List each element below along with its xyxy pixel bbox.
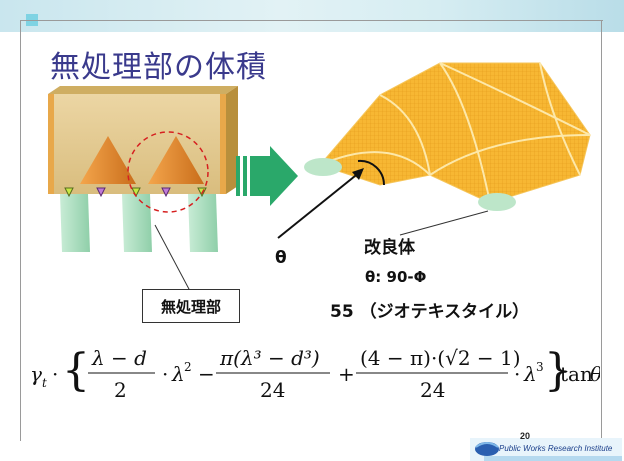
svg-text:+: +	[338, 362, 355, 386]
geotextile-note: 55 （ジオテキスタイル）	[330, 302, 530, 322]
svg-text:2: 2	[114, 378, 127, 402]
svg-text:γ: γ	[30, 362, 42, 386]
pwri-logo-icon	[475, 442, 499, 456]
arrow-down-2	[96, 187, 106, 198]
dashed-circle	[127, 131, 209, 213]
soil-box-side	[226, 86, 238, 194]
svg-text:2: 2	[184, 360, 192, 374]
svg-text:}: }	[544, 345, 572, 396]
theta-arrow	[277, 168, 364, 239]
svg-text:λ: λ	[171, 362, 185, 386]
top-band	[0, 0, 624, 32]
improved-body-diagram	[304, 62, 591, 211]
theta-label: θ	[275, 248, 287, 268]
cone-right	[148, 136, 204, 184]
svg-text:{: {	[62, 345, 90, 396]
svg-text:(4 − π)·(√2 − 1): (4 − π)·(√2 − 1)	[360, 346, 521, 370]
svg-text:·: ·	[52, 362, 58, 386]
page-number: 20	[520, 431, 531, 441]
institute-name: Public Works Research Institute	[499, 444, 613, 453]
pile-footprint-left	[304, 158, 342, 176]
svg-text:t: t	[42, 376, 47, 390]
svg-text:·: ·	[162, 362, 168, 386]
untreated-diagram	[48, 86, 238, 252]
pile-3	[188, 194, 218, 252]
arrow-down-4	[161, 187, 171, 198]
untreated-label: 無処理部	[142, 289, 240, 323]
svg-text:24: 24	[420, 378, 445, 402]
svg-text:3: 3	[536, 360, 544, 374]
volume-formula: γ t · { λ − d 2 · λ 2 − π(λ³ − d³) 24 + …	[30, 345, 600, 402]
svg-text:−: −	[198, 362, 215, 386]
svg-text:24: 24	[260, 378, 285, 402]
pile-2	[122, 194, 152, 252]
improved-body-label: 改良体	[364, 238, 415, 258]
improved-body-shape	[319, 62, 591, 204]
svg-text:·: ·	[514, 362, 520, 386]
right-arrow-icon	[236, 146, 298, 206]
svg-text:λ − d: λ − d	[91, 346, 147, 370]
svg-text:λ: λ	[523, 362, 537, 386]
angle-arc	[357, 159, 386, 186]
pile-footprint-right	[478, 193, 516, 211]
soil-box-top	[48, 86, 238, 94]
pile-1	[60, 194, 90, 252]
page-title: 無処理部の体積	[50, 50, 267, 85]
slide-frame	[20, 20, 603, 441]
cone-left	[80, 136, 136, 184]
slide-frame-right	[601, 20, 602, 440]
theta-equation: θ: 90-Φ	[365, 268, 427, 286]
svg-text:π(λ³ − d³): π(λ³ − d³)	[219, 346, 320, 370]
svg-text:θ: θ	[590, 362, 600, 386]
arrow-down-3	[131, 187, 141, 198]
arrow-down-1	[64, 187, 74, 198]
svg-text:tan: tan	[560, 362, 593, 386]
footer-band	[470, 438, 622, 461]
